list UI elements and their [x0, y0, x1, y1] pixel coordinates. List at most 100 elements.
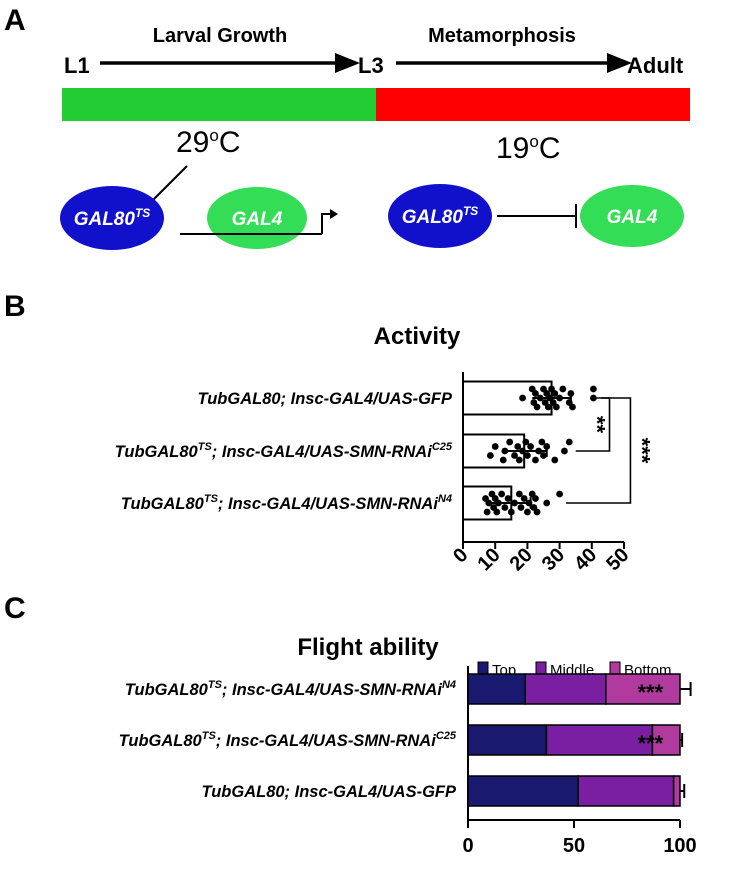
activity-data-point	[517, 504, 525, 511]
activity-data-point	[499, 456, 507, 464]
activity-data-point	[590, 394, 597, 402]
flight-bar-top	[467, 724, 548, 756]
activity-data-point	[543, 499, 551, 507]
activity-data-point	[498, 490, 506, 498]
flight-x-tick-label: 0	[462, 835, 473, 857]
activity-data-point	[519, 394, 526, 402]
activity-data-point	[543, 443, 551, 450]
activity-data-point	[538, 438, 546, 446]
activity-category-label: TubGAL80TS; Insc-GAL4/UAS-SMN-RNAiN4	[121, 493, 452, 513]
activity-data-point	[504, 495, 512, 502]
activity-data-point	[530, 504, 538, 511]
activity-data-point	[519, 447, 526, 455]
gal4-label-left: GAL4	[232, 209, 283, 230]
inhibition-line-29	[147, 165, 188, 206]
flight-category-label: TubGAL80; Insc-GAL4/UAS-GFP	[201, 783, 457, 801]
flight-bar-middle	[577, 775, 675, 807]
activity-data-point	[536, 394, 544, 402]
activity-data-point	[556, 490, 563, 498]
activity-data-point	[565, 399, 573, 406]
activity-data-point	[525, 499, 533, 507]
stage-adult-label: Adult	[627, 53, 684, 78]
flight-bar-middle	[524, 673, 607, 705]
temperature-29-label: 29oC	[176, 126, 241, 159]
flight-bar-bottom	[605, 673, 681, 705]
activity-x-tick-label: 10	[473, 544, 504, 575]
flight-bar-bottom	[651, 724, 681, 756]
flight-bar-top	[467, 673, 526, 705]
flight-x-tick-label: 50	[563, 835, 585, 857]
gal80-label-right: GAL80TS	[402, 204, 479, 228]
activity-data-point	[501, 504, 509, 511]
activity-data-point	[514, 443, 522, 450]
stage-l1-label: L1	[64, 53, 90, 78]
flight-bar-top	[467, 775, 579, 807]
flight-category-label: TubGAL80TS; Insc-GAL4/UAS-SMN-RNAiC25	[119, 730, 457, 750]
activity-data-point	[567, 390, 575, 397]
activity-data-point	[527, 443, 535, 450]
activity-data-point	[556, 394, 563, 402]
activity-data-point	[506, 438, 514, 446]
activity-x-tick-label: 0	[449, 544, 472, 567]
activity-data-point	[511, 499, 518, 507]
activity-data-point	[522, 438, 530, 446]
flight-bar-middle	[545, 724, 654, 756]
flight-category-label: TubGAL80TS; Insc-GAL4/UAS-SMN-RNAiN4	[125, 679, 456, 699]
activity-data-point	[524, 452, 531, 459]
gal80-label-left: GAL80TS	[74, 206, 151, 230]
activity-x-tick-label: 40	[570, 544, 601, 575]
activity-significance-bracket	[566, 397, 632, 504]
activity-data-point	[590, 385, 597, 393]
activity-data-point	[515, 456, 523, 464]
activity-data-point	[561, 447, 568, 455]
promoter-arrowhead	[330, 209, 338, 219]
activity-data-point	[540, 385, 547, 393]
gal80-ellipse-left	[60, 186, 164, 250]
activity-data-point	[541, 399, 549, 406]
stage-l3-label: L3	[358, 53, 384, 78]
activity-data-point	[507, 508, 515, 516]
activity-data-point	[551, 456, 559, 464]
activity-data-point	[520, 495, 528, 502]
panel-c-letter: C	[4, 592, 26, 625]
activity-data-point	[524, 508, 531, 516]
activity-data-point	[528, 490, 536, 498]
activity-data-point	[528, 385, 536, 393]
activity-data-point	[565, 438, 573, 446]
flight-chart-title: Flight ability	[297, 634, 439, 661]
activity-data-point	[559, 385, 567, 393]
activity-data-point	[540, 452, 547, 459]
panel-b-letter: B	[4, 290, 26, 323]
activity-significance-label: ***	[629, 438, 654, 464]
activity-data-point	[511, 452, 518, 459]
activity-data-point	[483, 508, 491, 516]
metamorphosis-label: Metamorphosis	[428, 25, 576, 47]
activity-x-tick-label: 50	[602, 544, 633, 575]
activity-data-point	[488, 490, 496, 498]
activity-x-tick-label: 30	[538, 544, 569, 575]
promoter-arrow	[321, 213, 333, 234]
metamorphosis-arrowhead	[607, 53, 632, 73]
activity-category-label: TubGAL80TS; Insc-GAL4/UAS-SMN-RNAiC25	[115, 441, 453, 461]
larval-growth-arrowhead	[335, 53, 360, 73]
flight-significance-label: ***	[637, 680, 663, 705]
metamorphosis-bar	[376, 88, 690, 121]
activity-data-point	[530, 399, 538, 406]
larval-growth-label: Larval Growth	[153, 25, 287, 47]
activity-data-point	[490, 504, 497, 511]
gal4-ellipse-right	[580, 185, 684, 247]
larval-growth-bar	[62, 88, 376, 121]
flight-bar-bottom	[672, 775, 681, 807]
activity-data-point	[486, 452, 494, 459]
activity-significance-label: **	[585, 416, 610, 434]
activity-data-point	[515, 490, 523, 498]
activity-category-label: TubGAL80; Insc-GAL4/UAS-GFP	[197, 390, 453, 408]
flight-x-tick-label: 100	[663, 835, 696, 857]
flight-significance-label: ***	[637, 731, 663, 756]
gal4-label-right: GAL4	[607, 207, 658, 228]
activity-data-point	[491, 443, 499, 450]
activity-data-point	[501, 447, 509, 455]
